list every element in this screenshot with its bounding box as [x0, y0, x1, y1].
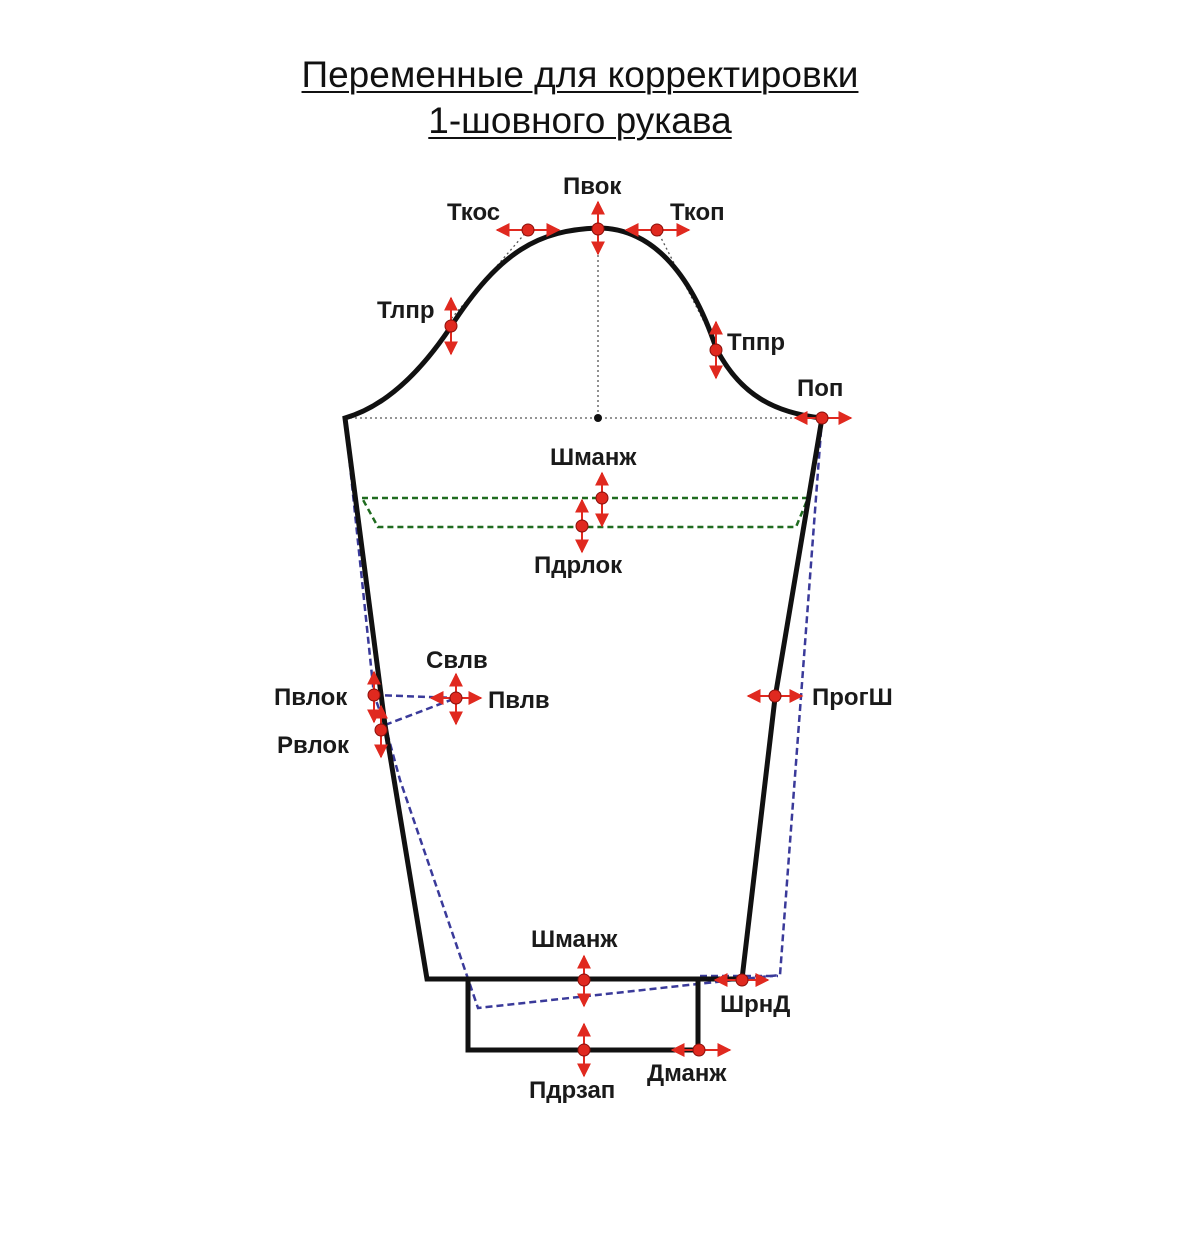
label-tlpr: Тлпр	[377, 297, 435, 324]
label-pop: Поп	[797, 375, 843, 402]
label-progsh: ПрогШ	[812, 684, 893, 711]
dmanzh-point[interactable]	[670, 1043, 732, 1057]
label-pvlok: Пвлок	[274, 684, 348, 711]
label-shrnd: ШрнД	[720, 991, 790, 1018]
pdrlok-point[interactable]	[575, 498, 589, 554]
label-pdrlok: Пдрлок	[534, 552, 623, 579]
pvlv-dart-line-2	[384, 696, 457, 727]
center-point	[594, 414, 602, 422]
progsh-point[interactable]	[746, 689, 804, 703]
title-line-2: 1-шовного рукава	[428, 100, 732, 141]
tkos-point[interactable]	[495, 223, 561, 237]
rvlok-point[interactable]	[374, 704, 388, 759]
tkop-tangent-line	[656, 229, 717, 346]
label-dmanzh: Дманж	[647, 1060, 727, 1087]
tlpr-point[interactable]	[444, 296, 458, 356]
label-rvlok: Рвлок	[277, 732, 350, 759]
label-pvok: Пвок	[563, 173, 622, 200]
shmanzh-bottom-point[interactable]	[577, 954, 591, 1008]
tppr-point[interactable]	[709, 320, 723, 380]
label-pvlv: Пвлв	[488, 687, 550, 714]
shmanzh-top-point[interactable]	[595, 471, 609, 528]
label-pdrzap: Пдрзап	[529, 1077, 615, 1104]
tkop-point[interactable]	[624, 223, 691, 237]
pdrzap-point[interactable]	[577, 1022, 591, 1078]
diagram-title: Переменные для корректировки 1-шовного р…	[0, 52, 1160, 144]
pop-point[interactable]	[793, 411, 853, 425]
sleeve-outline	[342, 225, 825, 982]
label-tkos: Ткос	[447, 199, 500, 226]
label-shmanzh-top: Шманж	[550, 444, 637, 471]
shrnd-point[interactable]	[713, 973, 770, 987]
label-shmanzh-bottom: Шманж	[531, 926, 618, 953]
label-tkop: Ткоп	[670, 199, 725, 226]
label-svlv: Свлв	[426, 647, 488, 674]
pvok-point[interactable]	[591, 200, 605, 256]
label-tppr: Тппр	[727, 329, 785, 356]
pvlv-point[interactable]	[429, 672, 483, 726]
title-line-1: Переменные для корректировки	[301, 54, 859, 95]
